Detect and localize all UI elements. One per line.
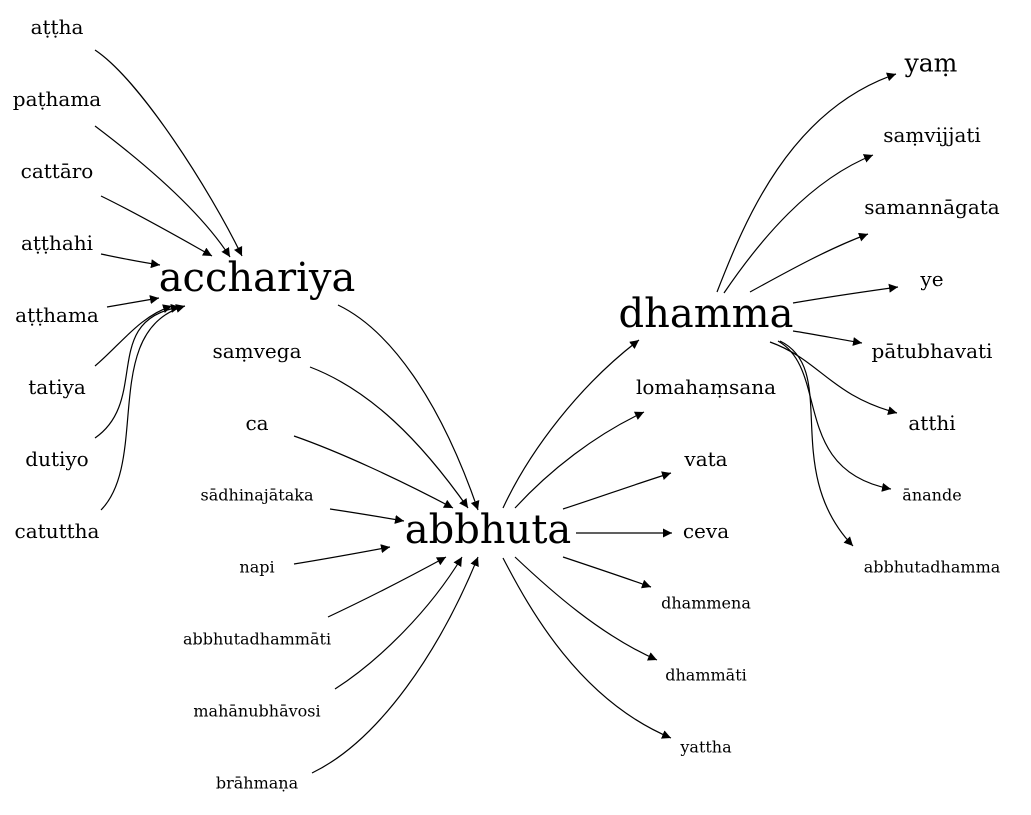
edge-abbhutadhammati-to-abbhuta: [327, 556, 447, 618]
node-samvijjati: saṃvijjati: [883, 123, 981, 147]
node-atthi: atthi: [908, 411, 955, 435]
node-atthahi: aṭṭhahi: [21, 231, 93, 255]
edge-abbhuta-to-lomahamsana: [514, 411, 645, 509]
edge-dhamma-to-samannagata: [749, 232, 869, 293]
edge-abbhuta-to-vata: [562, 471, 672, 510]
edge-dhamma-to-yam: [716, 72, 897, 293]
node-abbhutadhamma: abbhutadhamma: [864, 558, 1001, 577]
node-samannagata: samannāgata: [864, 195, 1000, 219]
node-lomahamsana: lomahaṃsana: [636, 375, 776, 399]
node-pathama: paṭhama: [13, 87, 102, 111]
node-atthama: aṭṭhama: [15, 303, 99, 327]
edge-abbhuta-to-dhamma: [502, 339, 640, 509]
node-napi: napi: [239, 558, 274, 577]
edge-dhamma-to-atthi: [769, 341, 898, 416]
edge-dutiyo-to-acchariya: [94, 304, 181, 439]
edges-layer: [94, 49, 899, 774]
edge-dhamma-to-patubhavati: [792, 330, 863, 346]
node-attha: aṭṭha: [31, 15, 84, 39]
node-ca: ca: [245, 411, 268, 435]
edge-dhamma-to-anande: [777, 340, 892, 492]
node-acchariya: acchariya: [159, 255, 356, 301]
node-samvega: saṃvega: [212, 339, 301, 363]
node-vata: vata: [683, 447, 727, 471]
node-patubhavati: pātubhavati: [872, 339, 993, 363]
edge-cattaro-to-acchariya: [100, 195, 213, 257]
edge-ca-to-abbhuta: [293, 435, 454, 509]
node-dhamma: dhamma: [619, 291, 794, 337]
node-yam: yaṃ: [904, 49, 958, 78]
node-brahmana: brāhmaṇa: [216, 774, 299, 793]
nodes-layer: aṭṭha paṭhama cattāro aṭṭhahi aṭṭhama tatiya d…: [13, 15, 1001, 793]
edge-dhamma-to-ye: [792, 283, 899, 304]
edge-atthama-to-acchariya: [106, 295, 160, 308]
edge-dhamma-to-samvijjati: [723, 154, 874, 294]
node-cattaro: cattāro: [21, 159, 94, 183]
node-anande: ānande: [902, 486, 961, 505]
edge-samvega-to-abbhuta: [309, 366, 469, 509]
edge-acchariya-to-abbhuta: [337, 304, 480, 511]
node-abbhutadhammati: abbhutadhammāti: [183, 630, 331, 649]
edge-abbhuta-to-yattha: [502, 557, 672, 739]
node-dhammena: dhammena: [661, 594, 751, 613]
node-dhammati: dhammāti: [665, 666, 747, 685]
node-catuttha: catuttha: [15, 519, 100, 543]
edge-mahanubhavosi-to-abbhuta: [334, 556, 463, 690]
edge-catuttha-to-acchariya: [100, 304, 186, 511]
edge-napi-to-abbhuta: [293, 544, 391, 565]
node-yattha: yattha: [679, 738, 732, 757]
edge-sadhinajataka-to-abbhuta: [329, 508, 405, 524]
edge-brahmana-to-abbhuta: [311, 556, 479, 774]
node-abbhuta: abbhuta: [405, 507, 572, 553]
edge-abbhuta-to-dhammena: [562, 556, 652, 589]
edge-atthahi-to-acchariya: [100, 253, 161, 269]
edge-attha-to-acchariya: [94, 49, 243, 257]
edge-abbhuta-to-dhammati: [514, 556, 658, 661]
edge-tatiya-to-acchariya: [94, 304, 173, 367]
edge-pathama-to-acchariya: [94, 125, 231, 258]
node-ye: ye: [919, 267, 943, 291]
node-sadhinajataka: sādhinajātaka: [201, 486, 314, 505]
node-tatiya: tatiya: [28, 375, 86, 399]
node-dutiyo: dutiyo: [25, 447, 88, 471]
node-ceva: ceva: [683, 519, 729, 543]
node-mahanubhavosi: mahānubhāvosi: [193, 702, 320, 721]
edge-dhamma-to-abbhutadhamma: [779, 340, 854, 547]
